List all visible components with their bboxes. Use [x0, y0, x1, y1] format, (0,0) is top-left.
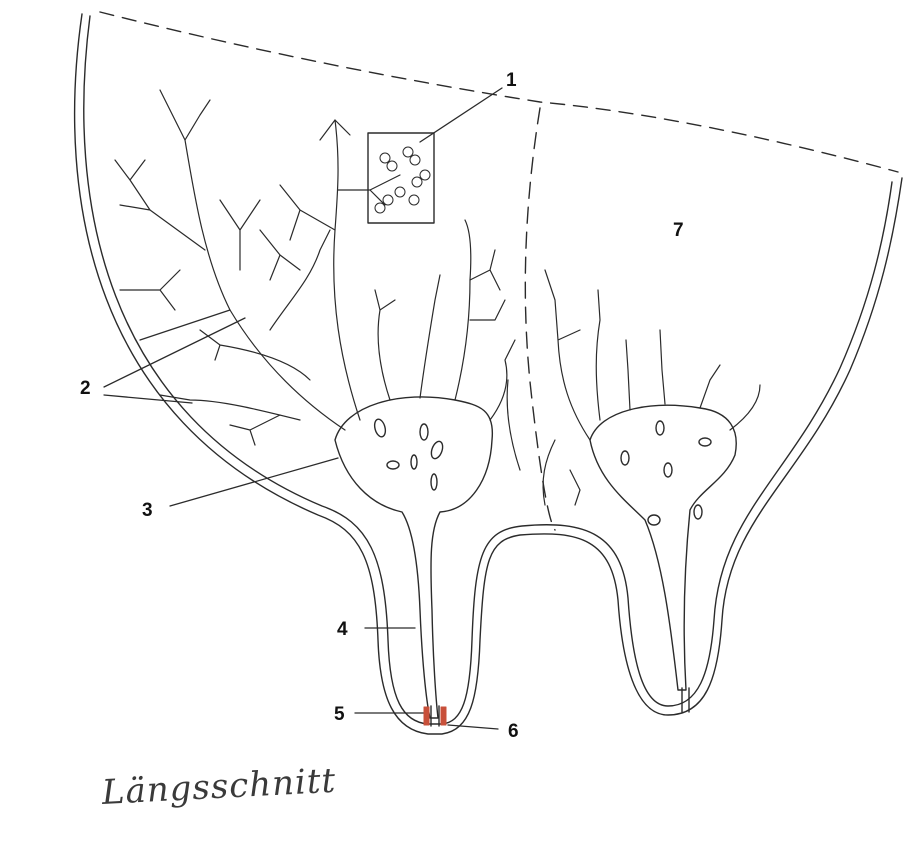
- label-5: 5: [334, 704, 345, 726]
- right-gland-cistern: [590, 405, 736, 690]
- quarter-divider-dashed-line: [525, 108, 555, 530]
- left-milk-duct-tree: [115, 90, 515, 445]
- label-7: 7: [673, 220, 684, 242]
- label-4: 4: [337, 619, 348, 641]
- right-milk-duct-tree: [507, 270, 760, 505]
- label-6: 6: [508, 721, 519, 743]
- udder-inner-skin: [84, 16, 892, 724]
- teat-sphincter-muscle: [424, 707, 446, 725]
- label-2: 2: [80, 378, 91, 400]
- label-3: 3: [142, 500, 153, 522]
- alveoli-detail-box: [368, 133, 434, 223]
- udder-base-dashed-line: [100, 12, 898, 172]
- label-1: 1: [506, 70, 517, 92]
- udder-outer-skin: [75, 14, 902, 734]
- label-leader-lines: [104, 88, 502, 729]
- left-gland-cistern: [335, 397, 492, 718]
